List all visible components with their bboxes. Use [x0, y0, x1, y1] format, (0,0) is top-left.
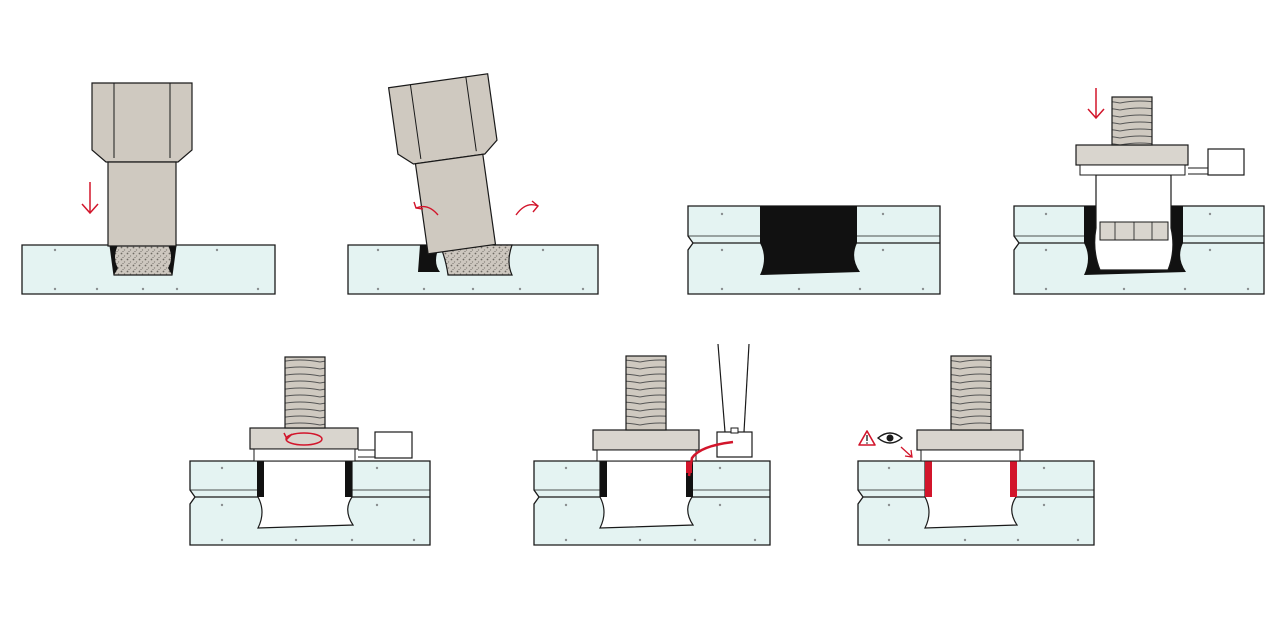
- panel-dots: [376, 248, 585, 291]
- grit-debris: [439, 244, 513, 276]
- resin-fill: [686, 461, 692, 473]
- step-1-drill-vertical: [21, 82, 276, 295]
- step-7-visual-check: [857, 355, 1095, 546]
- threaded-bolt: [950, 355, 992, 431]
- step-3-drilled-hole: [687, 205, 941, 295]
- step-4-anchor-inserted: [1013, 88, 1265, 295]
- anchor-sleeve: [924, 460, 1019, 529]
- threaded-bolt: [284, 356, 326, 429]
- anchor-sleeve: [599, 460, 695, 529]
- gap-left: [600, 461, 607, 497]
- panel-dots: [720, 212, 925, 291]
- drill-bit: [387, 73, 498, 255]
- threaded-bolt: [625, 355, 667, 431]
- anchor-plate: [1075, 144, 1189, 166]
- panel-dots: [53, 248, 260, 291]
- undercut-shadow: [110, 245, 118, 275]
- eye-icon: [876, 432, 904, 444]
- step-2-drill-tilted: [347, 73, 599, 295]
- bracket-block: [374, 431, 413, 459]
- down-arrow-icon: [81, 182, 99, 215]
- pointer-arrow-icon: [900, 446, 913, 458]
- rotation-icon: [283, 432, 323, 446]
- resin-tube: [687, 440, 734, 477]
- drill-bit: [91, 82, 193, 247]
- gap-right: [686, 461, 693, 497]
- resin-filled-left: [925, 461, 932, 497]
- anchor-sleeve: [257, 460, 355, 529]
- down-arrow-icon: [1087, 88, 1105, 120]
- panel-dots: [887, 466, 1080, 542]
- warning-triangle-icon: [858, 430, 876, 446]
- anchor-plate: [592, 429, 700, 451]
- panel-dots: [564, 466, 757, 542]
- step-6-resin-injected: [533, 343, 771, 546]
- panel-dots: [220, 466, 416, 542]
- grit-debris: [109, 244, 177, 276]
- injection-nozzle: [716, 343, 753, 458]
- gap-right: [345, 461, 352, 497]
- threaded-bolt: [1111, 96, 1153, 146]
- drilled-hole: [760, 206, 860, 275]
- bracket-block: [1207, 148, 1245, 176]
- gap-left: [257, 461, 264, 497]
- rotate-arrows-icon: [413, 200, 539, 216]
- resin-filled-right: [1010, 461, 1017, 497]
- panel-dots: [1044, 212, 1250, 291]
- step-5-anchor-tightened: [189, 356, 431, 546]
- anchor-plate: [916, 429, 1024, 451]
- anchor-plate: [249, 427, 359, 450]
